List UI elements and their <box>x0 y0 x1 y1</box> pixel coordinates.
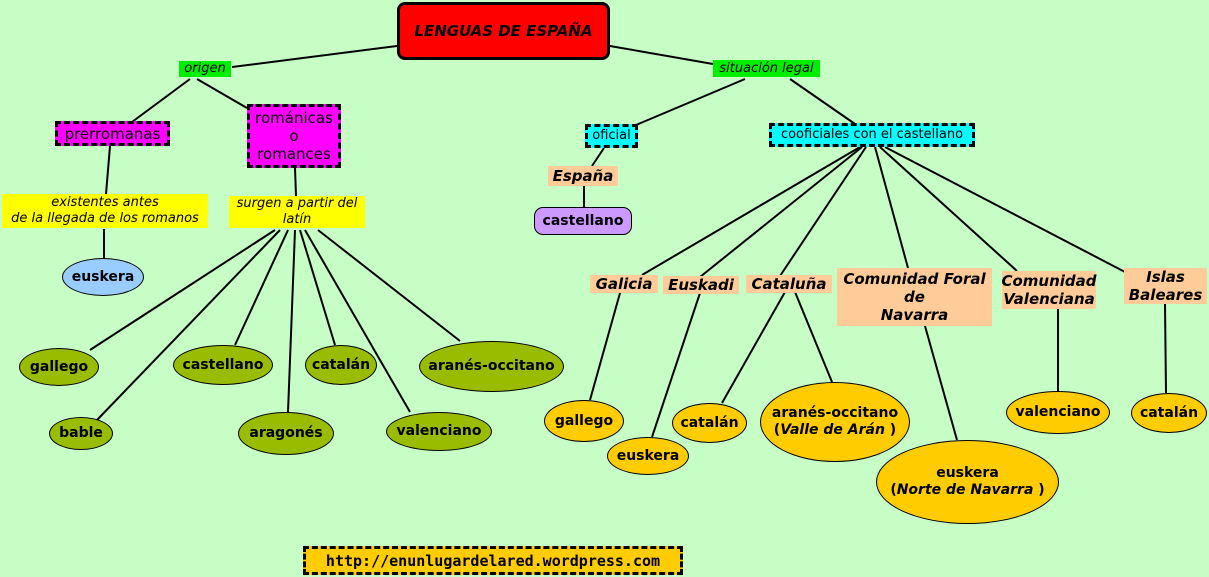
lang-aranes-cataluna: aranés-occitano (Valle de Arán ) <box>760 382 910 462</box>
lang-castellano: castellano <box>173 345 273 385</box>
lang-note-text: Norte de Navarra <box>896 482 1034 498</box>
existentes-line: existentes antes <box>51 195 159 211</box>
romanicas-line: románicas <box>255 109 333 127</box>
link-situacion-legal: situación legal <box>713 60 820 77</box>
lang-castellano-oficial: castellano <box>534 207 632 235</box>
region-euskadi: Euskadi <box>663 276 739 294</box>
romanicas-line: o <box>289 127 299 145</box>
lang-valenciano: valenciano <box>386 412 492 451</box>
link-surgen: surgen a partir del latín <box>229 196 365 228</box>
lang-catalan-cataluna: catalán <box>672 403 747 443</box>
region-cataluna: Cataluña <box>746 275 832 293</box>
region-espana: España <box>548 166 618 186</box>
lang-catalan-baleares: catalán <box>1131 393 1207 433</box>
title-node: LENGUAS DE ESPAÑA <box>397 2 610 60</box>
footer-url-link[interactable]: http://enunlugardelared.wordpress.com <box>303 546 683 575</box>
lang-catalan: catalán <box>305 345 377 385</box>
lang-note: (Valle de Arán ) <box>773 422 897 438</box>
node-prerromanas: prerromanas <box>55 121 170 146</box>
existentes-line: de la llegada de los romanos <box>11 211 199 226</box>
lang-gallego-galicia: gallego <box>544 400 624 442</box>
lang-euskera-prerromana: euskera <box>62 258 144 296</box>
region-line: Navarra <box>880 306 949 324</box>
link-origen: origen <box>179 61 231 77</box>
lang-note-text: Valle de Arán <box>780 422 885 438</box>
lang-valenciano-valenciana: valenciano <box>1006 391 1110 434</box>
lang-aragones: aragonés <box>238 412 334 455</box>
lang-gallego: gallego <box>19 348 99 386</box>
lang-bable: bable <box>49 417 113 450</box>
lang-aranes-occitano: aranés-occitano <box>419 341 564 392</box>
region-line: Comunidad Foral <box>843 270 986 288</box>
node-oficial: oficial <box>585 124 638 148</box>
lang-name: aranés-occitano <box>771 405 899 422</box>
romanicas-line: romances <box>257 145 331 163</box>
region-line: Baleares <box>1128 286 1203 304</box>
region-line: Islas <box>1146 268 1185 286</box>
node-cooficiales: cooficiales con el castellano <box>769 123 975 147</box>
region-galicia: Galicia <box>590 275 658 293</box>
lang-euskera-euskadi: euskera <box>607 437 689 475</box>
region-line: de <box>904 288 925 306</box>
lang-euskera-navarra: euskera (Norte de Navarra ) <box>876 440 1059 524</box>
region-line: Valenciana <box>1003 290 1095 308</box>
region-line: Comunidad <box>1001 272 1097 290</box>
lang-note: (Norte de Navarra ) <box>890 482 1045 498</box>
lang-name: euskera <box>936 465 999 482</box>
